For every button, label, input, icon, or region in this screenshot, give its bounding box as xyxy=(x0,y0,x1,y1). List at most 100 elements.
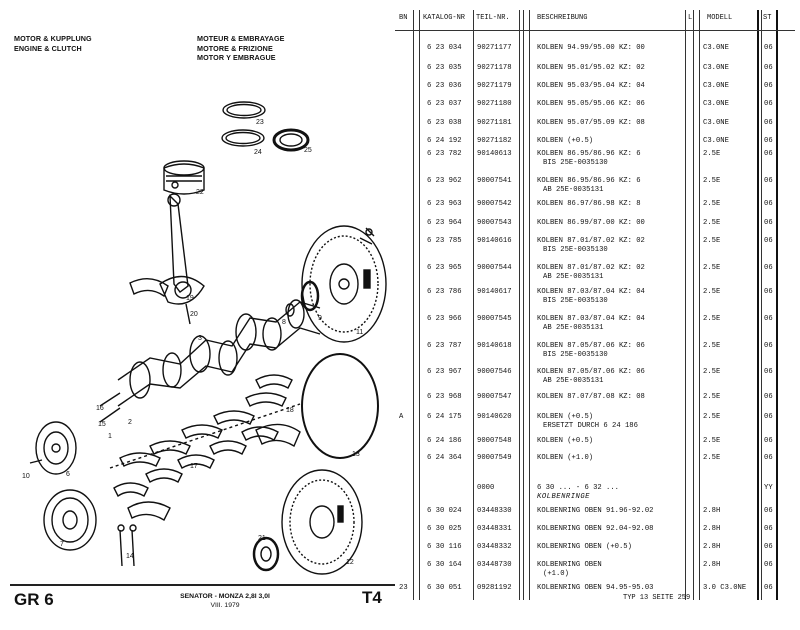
row-modell: C3.0NE xyxy=(703,64,729,72)
row-description: KOLBENRING OBEN (+0.5) xyxy=(537,543,632,552)
description-line: KOLBEN (+0.5) xyxy=(537,437,594,445)
row-teil-nr: 90007548 xyxy=(477,437,512,445)
row-st: 06 xyxy=(764,288,773,296)
row-st: 06 xyxy=(764,44,773,52)
column-header-katalog: KATALOG-NR xyxy=(423,14,466,22)
row-st: 06 xyxy=(764,393,773,401)
row-st: 06 xyxy=(764,119,773,127)
row-st: 06 xyxy=(764,525,773,533)
row-description: KOLBEN 95.07/95.09 KZ: 08 xyxy=(537,119,645,128)
flywheel xyxy=(301,225,387,343)
row-teil-nr: 90007547 xyxy=(477,393,512,401)
row-modell: 3.0 C3.0NE xyxy=(703,584,747,592)
row-st: 06 xyxy=(764,177,773,185)
damper-pulley xyxy=(43,489,97,551)
row-teil-nr: 90271177 xyxy=(477,44,512,52)
description-line: KOLBEN (+1.0) xyxy=(537,454,594,462)
row-description: KOLBEN (+0.5)ERSETZT DURCH 6 24 186 xyxy=(537,413,638,431)
svg-text:12: 12 xyxy=(346,559,354,566)
row-katalog-nr: 6 24 175 xyxy=(427,413,462,421)
svg-text:25: 25 xyxy=(304,147,312,154)
row-modell: 2.5E xyxy=(703,200,721,208)
row-katalog-nr: 6 24 186 xyxy=(427,437,462,445)
row-katalog-nr: 6 23 786 xyxy=(427,288,462,296)
row-description: KOLBEN (+0.5) xyxy=(537,437,593,446)
group-number: GR 6 xyxy=(14,590,54,609)
piston xyxy=(163,160,205,195)
column-header-teil: TEIL-NR. xyxy=(476,14,510,22)
svg-text:24: 24 xyxy=(254,149,262,156)
row-katalog-nr: 6 30 116 xyxy=(427,543,462,551)
main-bearings xyxy=(109,374,301,498)
row-teil-nr: 90271180 xyxy=(477,100,512,108)
row-modell: 2.5E xyxy=(703,413,721,421)
row-description: KOLBENRING OBEN 92.04-92.08 xyxy=(537,525,653,534)
svg-text:13: 13 xyxy=(352,451,360,458)
row-st: 06 xyxy=(764,584,773,592)
row-katalog-nr: 6 30 024 xyxy=(427,507,462,515)
column-rule xyxy=(413,10,414,600)
svg-text:2: 2 xyxy=(128,419,132,426)
row-st: 06 xyxy=(764,150,773,158)
row-description: KOLBEN 95.03/95.04 KZ: 04 xyxy=(537,82,645,91)
section-header-left: MOTOR & KUPPLUNG ENGINE & CLUTCH xyxy=(14,34,92,53)
row-modell: 2.5E xyxy=(703,315,721,323)
row-modell: 2.5E xyxy=(703,264,721,272)
exploded-engine-diagram: 23 24 25 22 19 20 9 11 8 7 10 6 16 15 18… xyxy=(22,101,387,575)
description-line: KOLBENRING OBEN 92.04-92.08 xyxy=(537,525,654,533)
section-header-right: MOTEUR & EMBRAYAGE MOTORE & FRIZIONE MOT… xyxy=(197,34,285,63)
header-rule xyxy=(395,30,795,31)
row-teil-nr: 90271179 xyxy=(477,82,512,90)
row-teil-nr: 90007541 xyxy=(477,177,512,185)
description-line: KOLBENRING OBEN 94.95-95.03 xyxy=(537,584,654,592)
row-description: KOLBEN 87.07/87.08 KZ: 08 xyxy=(537,393,645,402)
row-katalog-nr: 6 23 968 xyxy=(427,393,462,401)
row-st: 06 xyxy=(764,413,773,421)
header-line: MOTEUR & EMBRAYAGE xyxy=(197,34,285,43)
row-modell: 2.5E xyxy=(703,237,721,245)
description-line: KOLBEN 95.07/95.09 KZ: 08 xyxy=(537,119,645,127)
description-line: KOLBENRINGE xyxy=(537,493,590,501)
svg-text:16: 16 xyxy=(96,405,104,412)
row-modell: 2.5E xyxy=(703,454,721,462)
row-st: 06 xyxy=(764,219,773,227)
row-st: 06 xyxy=(764,200,773,208)
row-st: 06 xyxy=(764,437,773,445)
row-katalog-nr: 6 30 025 xyxy=(427,525,462,533)
row-st: 06 xyxy=(764,315,773,323)
description-line: KOLBENRING OBEN (+0.5) xyxy=(537,543,632,551)
row-modell: 2.5E xyxy=(703,437,721,445)
column-rule xyxy=(473,10,474,600)
column-rule xyxy=(699,10,700,600)
column-header-modell: MODELL xyxy=(707,14,733,22)
footer-divider xyxy=(10,584,395,586)
row-modell: C3.0NE xyxy=(703,82,729,90)
row-modell: 2.5E xyxy=(703,342,721,350)
svg-text:8: 8 xyxy=(282,319,286,326)
svg-text:14: 14 xyxy=(126,553,134,560)
description-line: KOLBEN 86.95/86.96 KZ: 6 xyxy=(537,150,641,158)
row-modell: 2.5E xyxy=(703,288,721,296)
row-katalog-nr: 6 30 164 xyxy=(427,561,462,569)
row-katalog-nr: 6 23 037 xyxy=(427,100,462,108)
row-teil-nr: 90140617 xyxy=(477,288,512,296)
svg-text:11: 11 xyxy=(356,329,363,336)
row-st: 06 xyxy=(764,507,773,515)
row-katalog-nr: 6 23 034 xyxy=(427,44,462,52)
row-katalog-nr: 6 23 962 xyxy=(427,177,462,185)
row-teil-nr: 0000 xyxy=(477,484,495,492)
description-line: KOLBEN 87.03/87.04 KZ: 04 xyxy=(537,288,645,296)
row-modell: C3.0NE xyxy=(703,44,729,52)
row-description: KOLBENRING OBEN(+1.0) xyxy=(537,561,602,579)
svg-text:23: 23 xyxy=(256,119,264,126)
description-line: BIS 25E-0035130 xyxy=(543,297,608,305)
row-katalog-nr: 6 23 966 xyxy=(427,315,462,323)
row-katalog-nr: 6 24 364 xyxy=(427,454,462,462)
row-modell: C3.0NE xyxy=(703,100,729,108)
column-header-l: L xyxy=(688,14,693,22)
description-line: BIS 25E-0035130 xyxy=(543,159,608,167)
column-rule xyxy=(519,10,520,600)
svg-text:6: 6 xyxy=(66,471,70,478)
description-line: KOLBEN 86.95/86.96 KZ: 6 xyxy=(537,177,641,185)
